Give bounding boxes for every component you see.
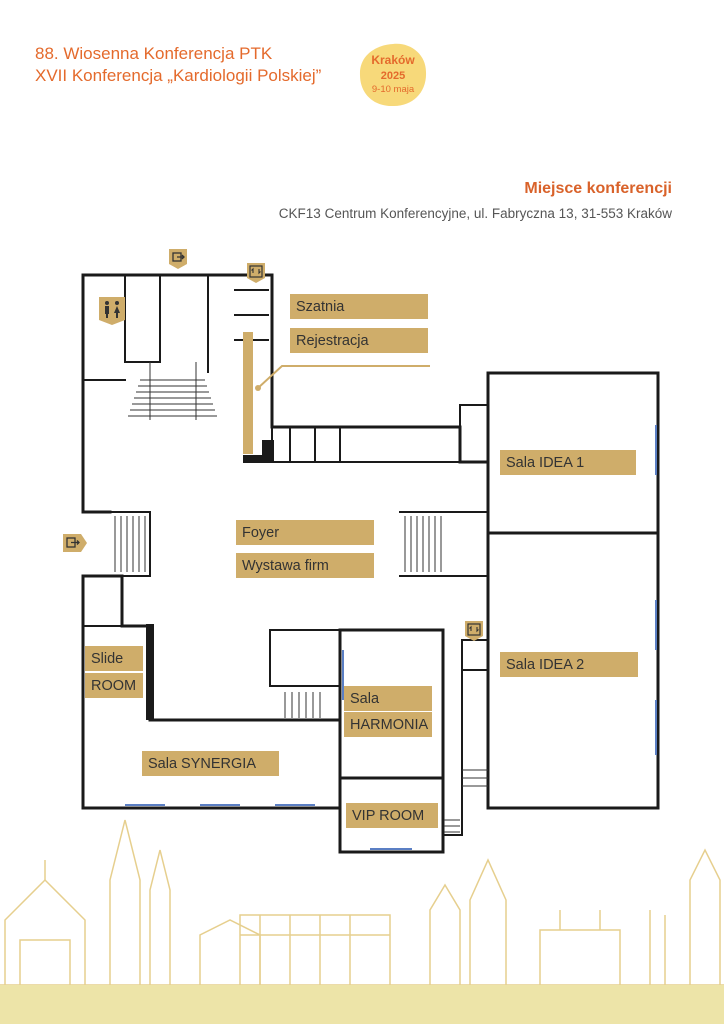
- label-szatnia: Szatnia: [290, 294, 428, 319]
- label-sala-idea-2: Sala IDEA 2: [500, 652, 638, 677]
- venue-heading: Miejsce konferencji: [524, 180, 672, 197]
- registration-desk: [243, 332, 253, 454]
- conference-title-line2: XVII Konferencja „Kardiologii Polskiej”: [35, 66, 322, 85]
- label-rejestracja: Rejestracja: [290, 328, 428, 353]
- wall-west-upper: [81, 273, 112, 514]
- wall-stair-left: [124, 274, 161, 363]
- registration-pointer: [257, 365, 430, 389]
- label-vip-room: VIP ROOM: [346, 803, 438, 828]
- elevator-icon: [247, 263, 265, 283]
- wall-east-stairs: [399, 511, 489, 577]
- wall-north-wing: [81, 273, 490, 464]
- wall-sala-idea-2: [486, 531, 660, 810]
- label-sala-synergia: Sala SYNERGIA: [142, 751, 279, 776]
- krakow-skyline-illustration: [0, 819, 724, 986]
- venue-address: CKF13 Centrum Konferencyjne, ul. Fabrycz…: [278, 206, 672, 221]
- wall-east-stair-core: [442, 639, 489, 836]
- label-sala: Sala: [344, 686, 432, 711]
- wall-storage: [269, 629, 341, 687]
- badge-blob: [359, 43, 427, 107]
- label-slide: Slide: [85, 646, 143, 671]
- wall-corridor: [271, 426, 461, 463]
- label-foyer: Foyer: [236, 520, 374, 545]
- wall-synergia-outer: [81, 718, 342, 810]
- windows: [125, 425, 657, 850]
- badge-year: 2025: [380, 70, 406, 82]
- label-harmonia: HARMONIA: [344, 712, 432, 737]
- badge-dates: 9-10 maja: [371, 84, 415, 95]
- label-sala-idea-1: Sala IDEA 1: [500, 450, 636, 475]
- badge-city: Kraków: [371, 53, 415, 67]
- wall-corridor-dividers: [289, 426, 341, 463]
- ground-strip: [0, 985, 724, 1024]
- restroom-icon: [99, 297, 125, 325]
- conference-title-line1: 88. Wiosenna Konferencja PTK: [35, 44, 273, 63]
- label-room: ROOM: [85, 673, 143, 698]
- wall-corridor-end: [459, 404, 489, 463]
- structural-columns: [146, 440, 274, 720]
- exit-icon: [169, 249, 187, 269]
- stairs: [114, 362, 488, 833]
- label-wystawa-firm: Wystawa firm: [236, 553, 374, 578]
- exit-icon: [63, 534, 87, 552]
- location-date-badge: Kraków 2025 9-10 maja: [358, 42, 428, 108]
- elevator-icon: [465, 621, 483, 641]
- wall-west-stairs: [109, 511, 151, 577]
